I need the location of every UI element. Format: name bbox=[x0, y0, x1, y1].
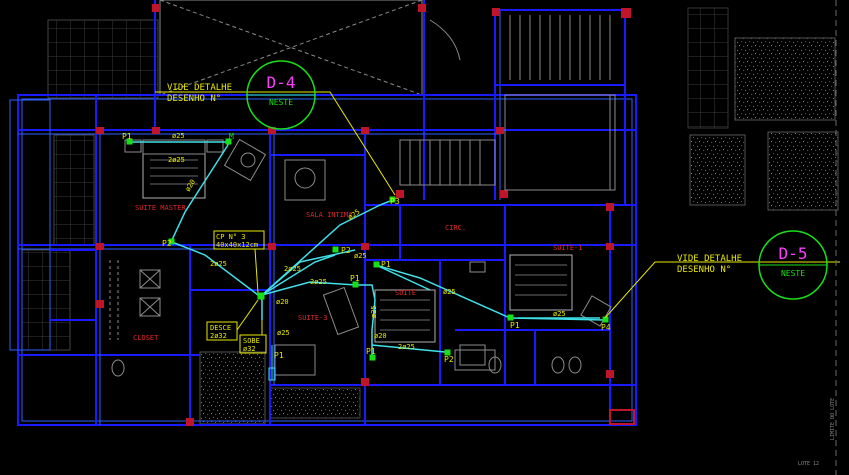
callout-d5-code: D-5 bbox=[779, 244, 808, 263]
walls bbox=[9, 0, 637, 426]
desce-label: DESCE bbox=[210, 324, 231, 332]
pipe-label: 2ø25 bbox=[284, 265, 301, 273]
site-hatching bbox=[21, 7, 839, 425]
room-suite-3: SUITE-3 bbox=[298, 314, 328, 322]
property-limit-label: LIMITE DO LOTE bbox=[830, 398, 836, 440]
pipe-label: ø25 bbox=[443, 288, 456, 296]
callout-d4-sub: NESTE bbox=[269, 98, 293, 107]
lot-label: LOTE 12 bbox=[798, 461, 819, 467]
room-sala-intima: SALA INTIMA bbox=[306, 211, 353, 219]
callout-d5-sub: NESTE bbox=[781, 269, 805, 278]
callout-d4-code: D-4 bbox=[267, 73, 296, 92]
callout-d4-text-1: VIDE DETALHE bbox=[167, 83, 232, 93]
point-p2: P2 bbox=[444, 355, 454, 364]
callout-d5 bbox=[604, 230, 840, 319]
pipe-label: 2ø25 bbox=[398, 343, 415, 351]
cp-title: CP N° 3 bbox=[216, 233, 246, 241]
point-p1: P1 bbox=[366, 347, 376, 356]
pipe-label: ø20 bbox=[184, 178, 197, 193]
sobe-value: ø32 bbox=[243, 345, 256, 353]
point-p1: P1 bbox=[510, 321, 520, 330]
note-boxes bbox=[206, 230, 267, 354]
pipe-label: ø25 bbox=[370, 305, 378, 318]
room-suite-master: SUITE MASTER bbox=[135, 204, 186, 212]
pipe-label: ø25 bbox=[347, 208, 362, 222]
pipe-label: ø25 bbox=[553, 310, 566, 318]
point-m: M bbox=[229, 132, 234, 141]
pipe-label: 2ø25 bbox=[310, 278, 327, 286]
pipe-label: ø20 bbox=[276, 298, 289, 306]
room-closet: CLOSET bbox=[133, 334, 159, 342]
cp-dims: 40x40x12cm bbox=[216, 241, 258, 249]
pipe-points bbox=[126, 138, 609, 361]
columns bbox=[96, 4, 635, 426]
callout-d5-text-1: VIDE DETALHE bbox=[677, 254, 742, 264]
pipe-label: ø25 bbox=[354, 252, 367, 260]
callout-d5-text-2: DESENHO N° bbox=[677, 265, 731, 275]
point-p1: P1 bbox=[381, 260, 391, 269]
sobe-label: SOBE bbox=[243, 337, 260, 345]
room-suite-1: SUITE-1 bbox=[553, 244, 583, 252]
point-p2: P2 bbox=[341, 246, 351, 255]
point-p1: P1 bbox=[122, 132, 132, 141]
point-p2: P2 bbox=[162, 239, 172, 248]
callout-d4 bbox=[155, 60, 396, 196]
pipe-label: 2ø25 bbox=[168, 156, 185, 164]
desce-value: 2ø32 bbox=[210, 332, 227, 340]
staircase bbox=[399, 15, 616, 191]
callout-d4-text-2: DESENHO N° bbox=[167, 94, 221, 104]
point-p1: P1 bbox=[274, 351, 284, 360]
point-p1: P1 bbox=[350, 274, 360, 283]
furniture bbox=[109, 138, 612, 377]
point-p4: P4 bbox=[601, 323, 611, 332]
pipe-label: ø20 bbox=[374, 332, 387, 340]
pipe-label: ø25 bbox=[277, 329, 290, 337]
pipe-label: 2ø25 bbox=[210, 260, 227, 268]
point-p3: P3 bbox=[390, 197, 400, 206]
room-suite: SUITE bbox=[395, 289, 416, 297]
pipe-label: ø25 bbox=[172, 132, 185, 140]
room-circ: CIRC. bbox=[445, 224, 466, 232]
